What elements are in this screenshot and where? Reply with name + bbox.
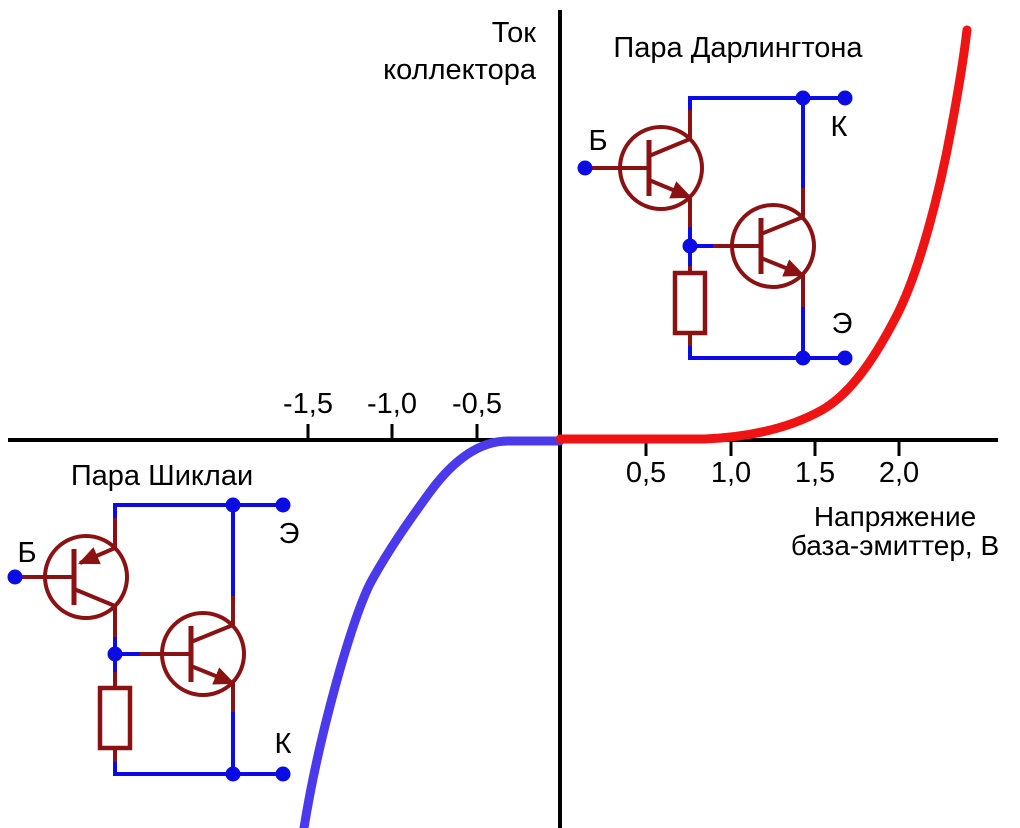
- tick-label-minus-1-5: -1,5: [283, 388, 333, 420]
- y-axis-label-line2: коллектора: [383, 54, 537, 86]
- darlington-emitter-label: Э: [832, 308, 853, 340]
- darlington-base-label: Б: [588, 125, 607, 157]
- tick-label-2-0: 2,0: [879, 457, 919, 489]
- tick-label-minus-0-5: -0,5: [452, 388, 502, 420]
- sziklai-base-label: Б: [17, 537, 36, 569]
- sziklai-title: Пара Шиклаи: [71, 460, 253, 492]
- sziklai-curve: [299, 436, 565, 828]
- tick-label-0-5: 0,5: [626, 457, 666, 489]
- darlington-circuit: Пара Дарлингтона: [577, 32, 863, 366]
- sziklai-collector-label: К: [275, 728, 292, 760]
- sziklai-transistor-2: [140, 596, 246, 712]
- darlington-title: Пара Дарлингтона: [613, 32, 863, 64]
- x-axis-label-line2: база-эмиттер, В: [791, 530, 999, 561]
- y-axis-label-line1: Ток: [492, 17, 537, 49]
- sziklai-emitter-label: Э: [279, 518, 300, 550]
- darlington-transistor-2: [713, 188, 816, 307]
- sziklai-resistor: [97, 672, 133, 762]
- sziklai-terminal-dots: [7, 497, 291, 782]
- sziklai-transistor-1: [18, 518, 129, 637]
- darlington-resistor: [672, 266, 708, 346]
- x-axis-label-line1: Напряжение: [814, 501, 976, 532]
- darlington-transistor-1: [588, 110, 704, 227]
- tick-label-1-0: 1,0: [711, 457, 751, 489]
- axes: -1,5 -1,0 -0,5 0,5 1,0 1,5 2,0 Ток колле…: [8, 10, 999, 828]
- sziklai-circuit: Пара Шиклаи: [7, 460, 300, 782]
- darlington-curve: [555, 25, 972, 444]
- tick-label-minus-1-0: -1,0: [367, 388, 417, 420]
- darlington-wires: [688, 96, 845, 360]
- darlington-terminal-dots: [577, 90, 853, 366]
- darlington-collector-label: К: [831, 111, 848, 143]
- tick-label-1-5: 1,5: [795, 457, 835, 489]
